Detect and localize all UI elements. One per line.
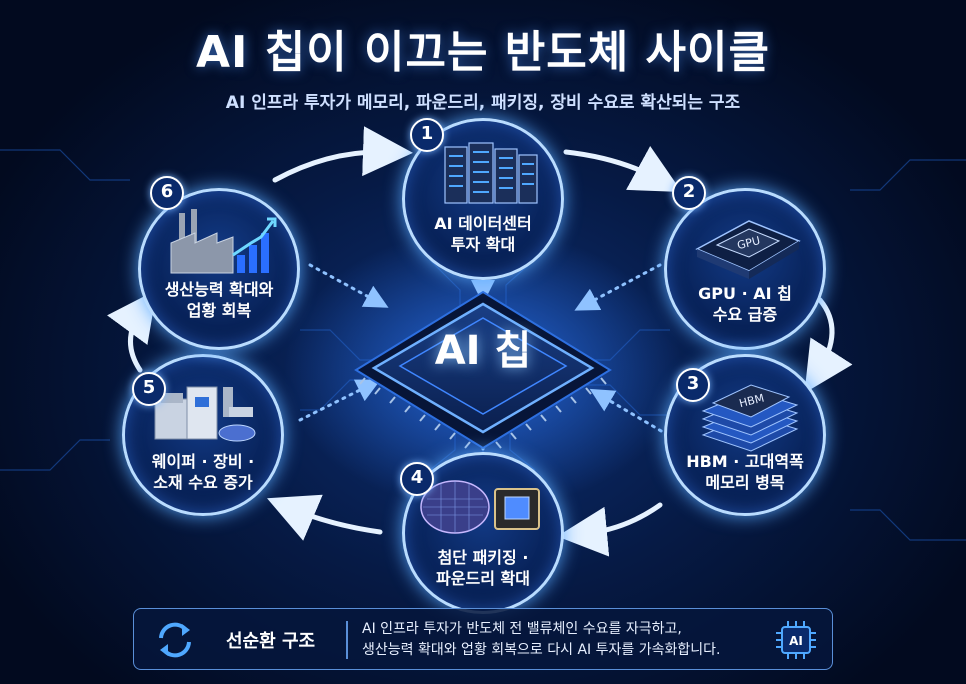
page-title: AI 칩이 이끄는 반도체 사이클 — [196, 27, 770, 78]
node-number-badge: 5 — [132, 372, 166, 406]
server-rack-icon — [444, 142, 538, 204]
footer-divider — [346, 621, 348, 659]
node-number-badge: 2 — [672, 176, 706, 210]
node-label-line1: HBM · 고대역폭 — [686, 452, 804, 471]
center-chip-label: AI 칩 — [434, 328, 532, 374]
node-label-line2: 수요 급증 — [712, 305, 778, 324]
hbm-stack-icon: HBM — [701, 384, 799, 452]
node-capacity-recovery: 생산능력 확대와 업황 회복 — [138, 188, 300, 350]
page-subtitle: AI 인프라 투자가 메모리, 파운드리, 패키징, 장비 수요로 확산되는 구… — [225, 93, 741, 113]
node-label-line2: 파운드리 확대 — [436, 569, 530, 588]
node-number-badge: 4 — [400, 462, 434, 496]
node-label-line1: AI 데이터센터 — [434, 214, 532, 233]
hbm-chip-text: HBM — [738, 391, 766, 410]
node-hbm-memory: HBM HBM · 고대역폭 메모리 병목 — [664, 354, 826, 516]
node-label-line1: GPU · AI 칩 — [698, 284, 792, 303]
footer-desc-line1: AI 인프라 투자가 반도체 전 밸류체인 수요를 자극하고, — [362, 621, 682, 637]
node-number-badge: 6 — [150, 176, 184, 210]
footer-title: 선순환 구조 — [226, 631, 316, 652]
node-label-line2: 소재 수요 증가 — [153, 473, 253, 492]
node-label-line2: 메모리 병목 — [705, 473, 785, 492]
node-label-line2: 업황 회복 — [186, 301, 252, 320]
node-label-line1: 웨이퍼 · 장비 · — [151, 452, 255, 471]
footer-summary-box: 선순환 구조 AI 인프라 투자가 반도체 전 밸류체인 수요를 자극하고, 생… — [133, 608, 833, 670]
wafer-package-icon — [420, 480, 540, 534]
fab-equipment-icon — [154, 386, 256, 442]
gpu-chip-text: GPU — [736, 234, 762, 252]
cycle-arrows — [107, 126, 853, 557]
factory-growth-icon — [170, 209, 277, 274]
node-label-line2: 투자 확대 — [450, 235, 516, 254]
center-ai-chip — [354, 290, 612, 450]
node-number-badge: 1 — [410, 118, 444, 152]
node-label-line1: 첨단 패키징 · — [437, 548, 529, 567]
node-number-badge: 3 — [676, 368, 710, 402]
gpu-chip-icon: GPU — [695, 220, 801, 279]
ai-chip-icon: AI — [776, 621, 816, 659]
footer-description: AI 인프라 투자가 반도체 전 밸류체인 수요를 자극하고, 생산능력 확대와… — [362, 619, 720, 661]
cycle-arrows-icon — [159, 622, 191, 658]
footer-desc-line2: 생산능력 확대와 업황 회복으로 다시 AI 투자를 가속화합니다. — [362, 642, 721, 658]
ai-chip-icon-label: AI — [789, 634, 803, 648]
node-label-line1: 생산능력 확대와 — [164, 280, 274, 299]
node-gpu-ai-chip: GPU GPU · AI 칩 수요 급증 — [664, 188, 826, 350]
